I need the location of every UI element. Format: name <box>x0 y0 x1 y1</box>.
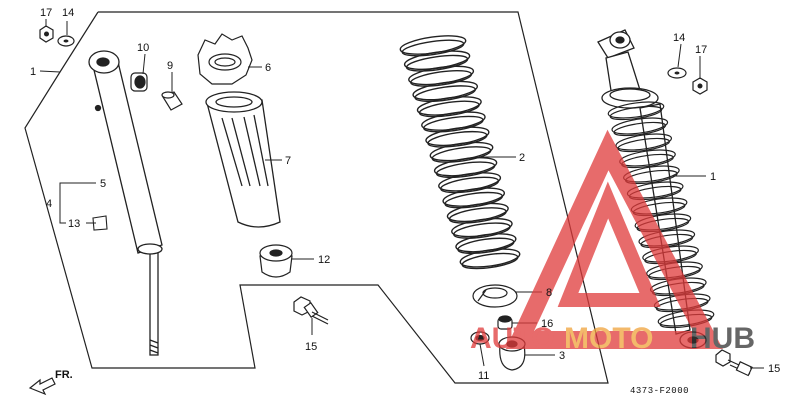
callout-8: 8 <box>546 287 552 299</box>
part-14-washer-left <box>57 35 75 47</box>
spring-coil-inner <box>453 222 511 239</box>
leader-lines <box>39 19 764 369</box>
watermark-triangle-inner <box>557 181 661 307</box>
spring-coil <box>399 35 467 55</box>
callout-5: 5 <box>100 178 106 190</box>
spring-coil <box>459 248 521 268</box>
callout-16: 16 <box>541 318 553 330</box>
spring-coil-inner <box>410 69 473 87</box>
spring-coil <box>611 117 669 135</box>
callout-6: 6 <box>265 62 271 74</box>
spring-coil-inner <box>617 137 671 153</box>
part-17-nut-right <box>692 77 708 95</box>
watermark: AUTO MOTO HUB <box>470 129 755 355</box>
spring-coil-inner <box>431 146 492 163</box>
spring-coil-inner <box>405 54 469 72</box>
spring-coil <box>607 101 665 119</box>
part-13-label <box>92 215 108 231</box>
watermark-text-dark: HUB <box>690 322 755 355</box>
spring-coil <box>446 202 509 223</box>
part-17-nut-left <box>39 25 54 43</box>
callout-11: 11 <box>478 370 489 382</box>
part-7-spring-cover <box>205 91 281 228</box>
part-2-coil-spring <box>399 35 521 270</box>
part-15-bolt-right <box>715 349 753 377</box>
spring-coil <box>634 213 692 231</box>
spring-coil-inner <box>414 85 477 103</box>
part-9-collar <box>161 91 183 111</box>
callout-14-right: 14 <box>673 32 685 44</box>
front-label: FR. <box>55 369 73 381</box>
callout-3: 3 <box>559 350 565 362</box>
spring-coil-inner <box>448 207 507 224</box>
callout-12: 12 <box>318 254 330 266</box>
spring-coil-inner <box>423 115 484 133</box>
part-8-spring-seat <box>472 284 518 308</box>
spring-coil-inner <box>613 121 667 137</box>
part-14-washer-right <box>667 67 687 79</box>
callout-13: 13 <box>68 218 80 230</box>
watermark-text-red: AUTO <box>470 322 554 355</box>
callout-15-right: 15 <box>768 363 780 375</box>
callout-14-left: 14 <box>62 7 74 19</box>
spring-coil <box>455 233 517 253</box>
callout-17-left: 17 <box>40 7 52 19</box>
spring-coil <box>438 172 502 192</box>
spring-coil-inner <box>444 191 504 209</box>
spring-coil-inner <box>427 130 488 148</box>
part-12-stopper <box>259 244 293 278</box>
watermark-text-orange: MOTO <box>564 322 653 355</box>
part-10-bushing <box>130 72 148 92</box>
spring-coil <box>451 217 513 238</box>
part-16-bushing <box>497 315 513 330</box>
spring-coil-inner <box>461 252 519 270</box>
part-11-collar <box>470 331 490 345</box>
spring-coil-inner <box>609 105 663 121</box>
spring-coil <box>416 96 482 116</box>
spring-coil-inner <box>401 39 465 57</box>
callouts: 17 14 1 10 9 6 7 2 5 4 13 12 8 15 16 3 1… <box>30 7 780 382</box>
callout-2: 2 <box>519 152 525 164</box>
callout-1-right: 1 <box>710 171 716 183</box>
spring-coil <box>433 156 498 177</box>
spring-coil-inner <box>457 237 515 255</box>
spring-coil <box>429 141 494 162</box>
part-6-spring-seat <box>197 33 253 85</box>
callout-9: 9 <box>167 60 173 72</box>
callout-10: 10 <box>137 42 149 54</box>
front-arrow-icon <box>28 377 56 396</box>
spring-coil-inner <box>636 217 690 233</box>
diagram-code: 4373-F2000 <box>630 386 689 396</box>
callout-1-left: 1 <box>30 66 36 78</box>
spring-coil <box>412 80 479 101</box>
spring-coil <box>442 187 506 207</box>
callout-7: 7 <box>285 155 291 167</box>
callout-15-left: 15 <box>305 341 317 353</box>
spring-coil <box>421 111 486 131</box>
spring-coil-inner <box>435 161 496 179</box>
part-5-shock-body <box>88 50 163 356</box>
spring-coil-inner <box>440 176 500 194</box>
callout-17-right: 17 <box>695 44 707 56</box>
part-15-bolt-left <box>293 296 329 325</box>
spring-coil <box>425 126 490 147</box>
spring-coil-inner <box>418 100 480 118</box>
callout-4: 4 <box>46 198 52 210</box>
front-direction-marker: FR. <box>28 369 73 396</box>
watermark-triangle-outer <box>505 129 723 349</box>
spring-coil <box>408 65 475 86</box>
spring-coil <box>403 50 471 71</box>
